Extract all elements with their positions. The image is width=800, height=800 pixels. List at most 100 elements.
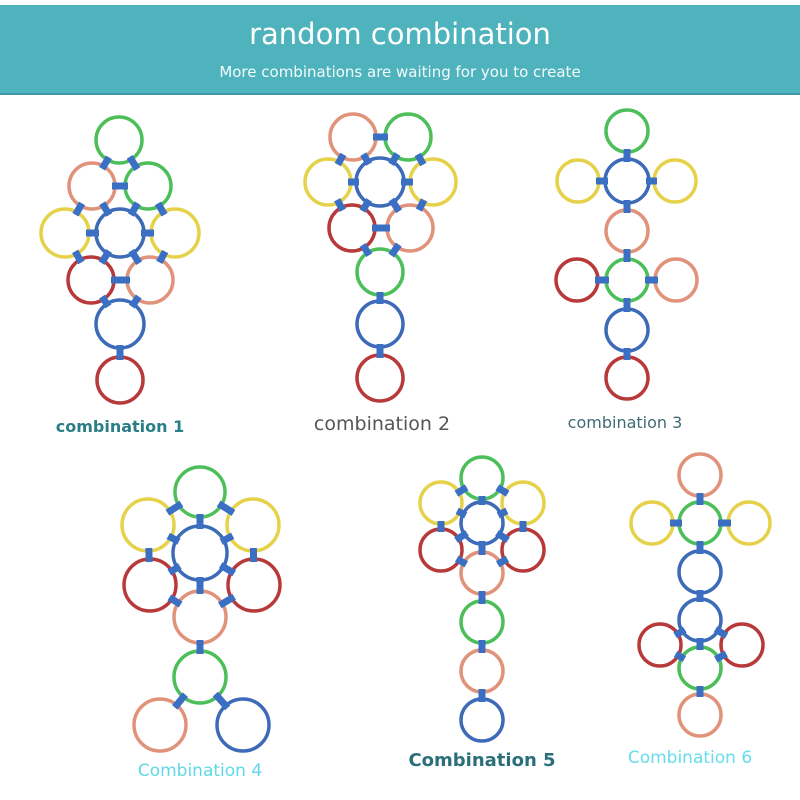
- green-hoop: [604, 108, 650, 154]
- hoop-connector: [495, 529, 510, 544]
- red-hoop: [554, 257, 600, 303]
- hoop-connector: [334, 198, 346, 212]
- red-hoop: [226, 557, 282, 613]
- red-hoop: [355, 353, 405, 403]
- yellow-hoop: [500, 480, 546, 526]
- hoop-connector: [72, 249, 85, 265]
- orange-hoop: [653, 257, 699, 303]
- hoop-connector: [126, 155, 141, 171]
- red-hoop: [122, 557, 178, 613]
- yellow-hoop: [652, 158, 698, 204]
- blue-hoop: [459, 500, 505, 546]
- hoop-connector: [166, 532, 181, 545]
- yellow-hoop: [149, 207, 201, 259]
- hoop-connector: [495, 484, 510, 497]
- red-hoop: [637, 622, 683, 668]
- hoop-connector: [167, 594, 183, 608]
- hoop-connector: [165, 500, 184, 516]
- yellow-hoop: [225, 497, 281, 553]
- hoop-connector: [388, 242, 402, 258]
- combination-1-hoops: [39, 115, 201, 405]
- blue-hoop: [171, 524, 229, 582]
- hoop-connector: [713, 626, 729, 639]
- yellow-hoop: [120, 497, 176, 553]
- combination-1-label: combination 1: [55, 417, 185, 436]
- red-hoop: [95, 355, 145, 405]
- blue-hoop: [603, 157, 651, 205]
- combination-3-hoops: [554, 108, 699, 401]
- red-hoop: [418, 527, 464, 573]
- hoop-connector: [495, 555, 510, 568]
- combination-3-label: combination 3: [567, 413, 683, 432]
- hoop-connector: [388, 197, 403, 214]
- green-hoop: [173, 465, 227, 519]
- orange-hoop: [459, 648, 505, 694]
- hoop-connector: [218, 593, 236, 609]
- hoop-connector: [673, 626, 687, 639]
- hoop-connector: [219, 532, 235, 545]
- hoop-connector: [99, 201, 113, 217]
- combination-6-label: Combination 6: [627, 748, 753, 768]
- orange-hoop: [132, 697, 188, 753]
- green-hoop: [677, 645, 723, 691]
- combination-5-label: Combination 5: [408, 750, 556, 771]
- hoop-connector: [454, 555, 469, 568]
- red-hoop: [66, 255, 116, 305]
- combination-2-hoops: [303, 112, 458, 403]
- blue-hoop: [459, 697, 505, 743]
- orange-hoop: [328, 112, 378, 162]
- hoop-connector: [334, 152, 347, 167]
- hoop-connector: [673, 650, 687, 663]
- green-hoop: [459, 455, 505, 501]
- hoop-connector: [156, 249, 169, 264]
- orange-hoop: [125, 255, 175, 305]
- orange-hoop: [604, 208, 650, 254]
- yellow-hoop: [39, 207, 91, 259]
- hoop-connector: [127, 201, 141, 217]
- hoop-connector: [99, 155, 112, 171]
- orange-hoop: [677, 692, 723, 738]
- hoop-connector: [154, 201, 168, 217]
- hoop-connector: [360, 152, 373, 166]
- orange-hoop: [677, 452, 723, 498]
- hoop-connector: [359, 198, 373, 213]
- orange-hoop: [172, 589, 228, 645]
- hoop-connector: [359, 242, 373, 258]
- red-hoop: [500, 527, 546, 573]
- hoop-connector: [454, 529, 469, 544]
- red-hoop: [719, 622, 765, 668]
- hoop-connector: [218, 562, 236, 577]
- hoop-connector: [172, 692, 188, 710]
- green-hoop: [459, 599, 505, 645]
- orange-hoop: [67, 161, 117, 211]
- hoop-connector: [99, 294, 112, 309]
- combination-6-hoops: [629, 452, 772, 738]
- hoop-connector: [167, 562, 182, 576]
- hoop-connector: [455, 507, 468, 519]
- green-hoop: [123, 161, 173, 211]
- page-subtitle: More combinations are waiting for you to…: [219, 63, 581, 81]
- hoop-connector: [496, 507, 509, 519]
- blue-hoop: [215, 697, 271, 753]
- combination-4-hoops: [120, 465, 282, 753]
- combination-2-label: combination 2: [313, 413, 451, 435]
- hoop-connector: [415, 198, 428, 212]
- header-banner: random combination More combinations are…: [0, 5, 800, 95]
- green-hoop: [355, 247, 405, 297]
- green-hoop: [677, 500, 723, 546]
- green-hoop: [383, 112, 433, 162]
- hoop-connector: [714, 650, 728, 663]
- orange-hoop: [385, 203, 435, 253]
- page-title: random combination: [249, 17, 551, 51]
- blue-hoop: [604, 307, 650, 353]
- hoop-connector: [388, 152, 401, 167]
- hoop-connector: [454, 484, 469, 497]
- orange-hoop: [459, 550, 505, 596]
- red-hoop: [327, 203, 377, 253]
- hoop-connector: [98, 249, 112, 265]
- blue-hoop: [355, 299, 405, 349]
- combination-4-label: Combination 4: [137, 761, 263, 781]
- hoop-connector: [72, 201, 86, 217]
- hoop-connector: [216, 500, 236, 516]
